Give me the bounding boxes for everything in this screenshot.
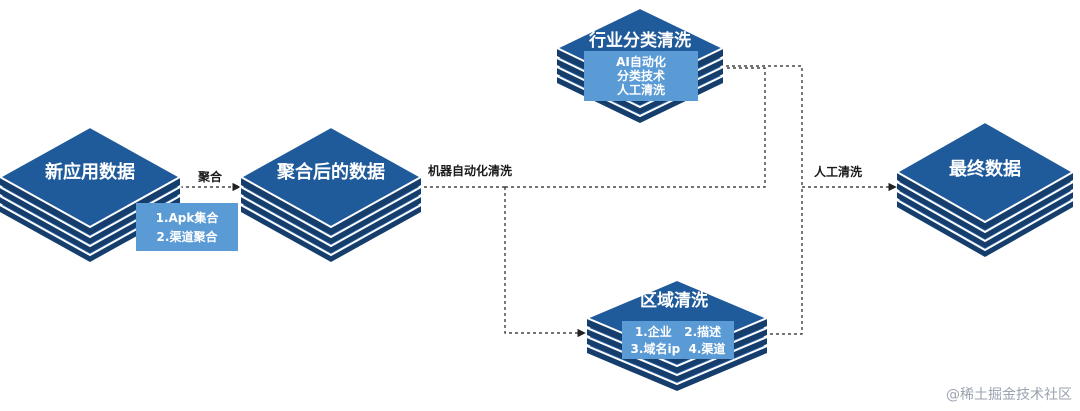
node-title-merged: 聚合后的数据 [276, 161, 385, 183]
edge-label-manual-clean: 人工清洗 [814, 164, 862, 179]
node-stack-new-app [0, 125, 183, 262]
node-stacks [0, 6, 1076, 391]
edge-label-machine-clean: 机器自动化清洗 [428, 163, 512, 178]
edge-to-industry-vertical [505, 67, 766, 188]
node-stack-final [894, 120, 1076, 257]
edge-to-domain [504, 187, 586, 338]
info-line-domain-1: 1.企业 2.描述 [635, 324, 721, 339]
node-title-industry: 行业分类清洗 [588, 30, 691, 51]
edge-industry-to-final [720, 65, 803, 187]
info-box-domain: 1.企业 2.描述 3.域名ip 4.渠道 [622, 321, 734, 359]
info-line-industry-3: 人工清洗 [617, 82, 665, 97]
info-line-new-app-2: 2.渠道聚合 [157, 229, 219, 244]
node-stack-merged-main-top [238, 125, 424, 229]
info-line-new-app-1: 1.Apk集合 [156, 210, 220, 225]
info-line-industry-2: 分类技术 [617, 68, 665, 83]
info-line-domain-2: 3.域名ip 4.渠道 [631, 341, 726, 356]
info-box-industry: AI自动化 分类技术 人工清洗 [584, 51, 698, 101]
node-title-final: 最终数据 [949, 158, 1021, 180]
node-title-domain: 区域清洗 [640, 290, 708, 311]
edges [174, 65, 897, 338]
info-line-industry-1: AI自动化 [616, 54, 666, 69]
node-stack-new-app-main-top [0, 125, 183, 229]
node-stack-merged [238, 125, 424, 262]
watermark-text: @稀土掘金技术社区 [946, 387, 1072, 403]
edge-domain-to-final [770, 187, 803, 335]
node-stack-final-main-top [894, 120, 1076, 224]
edge-label-aggregate: 聚合 [197, 169, 223, 184]
info-box-new-app: 1.Apk集合 2.渠道聚合 [136, 203, 238, 251]
node-title-new-app: 新应用数据 [45, 161, 135, 183]
